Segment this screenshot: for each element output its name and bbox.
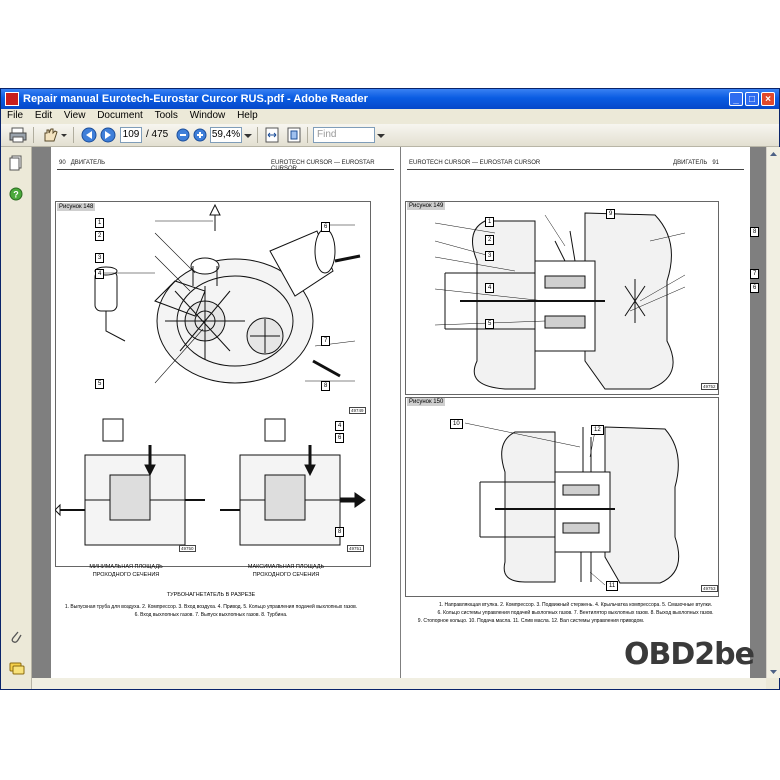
callout-6-lower: 6 [335,433,345,443]
menu-view[interactable]: View [63,110,86,121]
figure-code-149: 49752 [701,383,718,390]
callout-8: 8 [321,381,331,391]
callout-8-lower: 8 [335,527,345,537]
callout-149-6: 6 [750,283,760,293]
pages-panel-icon[interactable] [9,155,23,171]
figure-150-frame [405,397,719,597]
obd2be-watermark-logo: OBD2be [624,637,755,672]
figure-code-a: 49749 [349,407,366,414]
figure-148-frame [55,201,371,567]
menu-tools[interactable]: Tools [154,110,178,121]
zoom-in-icon[interactable] [193,127,207,143]
book-title-left: EUROTECH CURSOR — EUROSTAR CURSOR [271,160,375,172]
callout-150-12: 12 [591,425,604,435]
svg-text:?: ? [13,190,18,200]
scroll-down-icon[interactable] [767,666,780,678]
adobe-reader-app-icon [5,92,19,106]
pdf-page-right: EUROTECH CURSOR — EUROSTAR CURSOR ДВИГАТ… [401,147,760,678]
zoom-out-icon[interactable] [176,127,190,143]
legend-left-1: 1. Выпускная труба для воздуха. 2. Компр… [64,604,358,610]
section-title-right: ДВИГАТЕЛЬ [673,160,708,166]
menu-help[interactable]: Help [237,110,258,121]
callout-149-9: 9 [606,209,616,219]
page-number-left: 90 [59,160,66,166]
horizontal-scrollbar[interactable] [32,678,766,689]
min-section-caption: МИНИМАЛЬНАЯ ПЛОЩАДЬ [89,564,163,570]
legend-right-2: 6. Кольцо системы управления подачей вых… [437,610,714,616]
toolbar: 109 / 475 59,4% Find [1,124,779,147]
drawing-title: ТУРБОНАГНЕТАТЕЛЬ В РАЗРЕЗЕ [166,592,256,598]
callout-149-3: 3 [485,251,495,261]
callout-150-10: 10 [450,419,463,429]
callout-150-11: 11 [606,581,619,591]
callout-149-7: 7 [750,269,760,279]
callout-149-8: 8 [750,227,760,237]
turbocharger-cross-section-150 [464,422,680,586]
callout-1: 1 [95,218,105,228]
max-section-caption: МАКСИМАЛЬНАЯ ПЛОЩАДЬ [247,564,325,570]
find-input[interactable]: Find [313,127,375,143]
attachments-icon[interactable] [10,629,22,645]
zoom-dropdown-icon[interactable] [243,127,253,143]
fit-width-icon[interactable] [264,127,280,143]
total-pages: / 475 [146,129,169,140]
callout-4-lower: 4 [335,421,345,431]
callout-5: 5 [95,379,105,389]
figure-code-150: 49753 [701,585,718,592]
hand-tool-icon[interactable] [41,127,67,143]
comments-icon[interactable] [9,662,25,676]
figure-149-label: Рисунок 149 [407,202,446,210]
legend-right-3: 9. Стопорное кольцо. 10. Подача масла. 1… [417,618,645,624]
page-number-input[interactable]: 109 [120,127,142,143]
callout-7: 7 [321,336,331,346]
zoom-level-field[interactable]: 59,4% [210,127,242,143]
legend-left-2: 6. Вход выхлопных газов. 7. Выпуск выхло… [134,612,288,618]
turbocharger-cross-section-149 [434,212,686,390]
figure-code-b: 49750 [179,545,196,552]
fit-page-icon[interactable] [286,127,302,143]
callout-3: 3 [95,253,105,263]
find-dropdown-icon[interactable] [376,127,386,143]
callout-2: 2 [95,231,105,241]
max-section-caption-2: ПРОХОДНОГО СЕЧЕНИЯ [252,572,320,578]
adobe-reader-window: Repair manual Eurotech-Eurostar Curcor R… [0,88,780,690]
page-number-right: 91 [712,160,720,166]
callout-4: 4 [95,269,105,279]
menu-edit[interactable]: Edit [34,110,53,121]
scroll-up-icon[interactable] [767,148,780,160]
turbocharger-section-drawings [55,418,366,546]
pdf-page-left: 90 ДВИГАТЕЛЬ EUROTECH CURSOR — EUROSTAR … [51,147,400,678]
legend-right-1: 1. Направляющая втулка. 2. Компрессор. 3… [438,602,713,608]
section-title-left: ДВИГАТЕЛЬ [70,160,106,166]
help-icon[interactable]: ? [9,187,23,201]
menu-window[interactable]: Window [189,110,226,121]
callout-6: 6 [321,222,331,232]
menu-bar: File Edit View Document Tools Window Hel… [1,109,779,123]
menu-document[interactable]: Document [97,110,143,121]
minimize-button[interactable]: _ [729,92,743,106]
callout-149-1: 1 [485,217,495,227]
navigation-panel: ? [1,147,32,689]
figure-148-label: Рисунок 148 [57,203,96,211]
figure-code-c: 49751 [347,545,364,552]
next-page-icon[interactable] [100,127,116,143]
vertical-scrollbar[interactable] [766,147,780,678]
figure-150-label: Рисунок 150 [407,398,446,406]
figure-149-frame [405,201,719,395]
callout-149-5: 5 [485,319,495,329]
book-title-right: EUROTECH CURSOR — EUROSTAR CURSOR [409,160,541,166]
title-bar[interactable]: Repair manual Eurotech-Eurostar Curcor R… [1,89,779,109]
print-icon[interactable] [9,127,27,143]
window-title: Repair manual Eurotech-Eurostar Curcor R… [23,93,368,105]
previous-page-icon[interactable] [81,127,97,143]
min-section-caption-2: ПРОХОДНОГО СЕЧЕНИЯ [92,572,160,578]
close-button[interactable]: × [761,92,775,106]
maximize-button[interactable]: □ [745,92,759,106]
callout-149-4: 4 [485,283,495,293]
callout-149-2: 2 [485,235,495,245]
document-view[interactable]: 90 ДВИГАТЕЛЬ EUROTECH CURSOR — EUROSTAR … [32,147,766,678]
menu-file[interactable]: File [7,110,24,121]
